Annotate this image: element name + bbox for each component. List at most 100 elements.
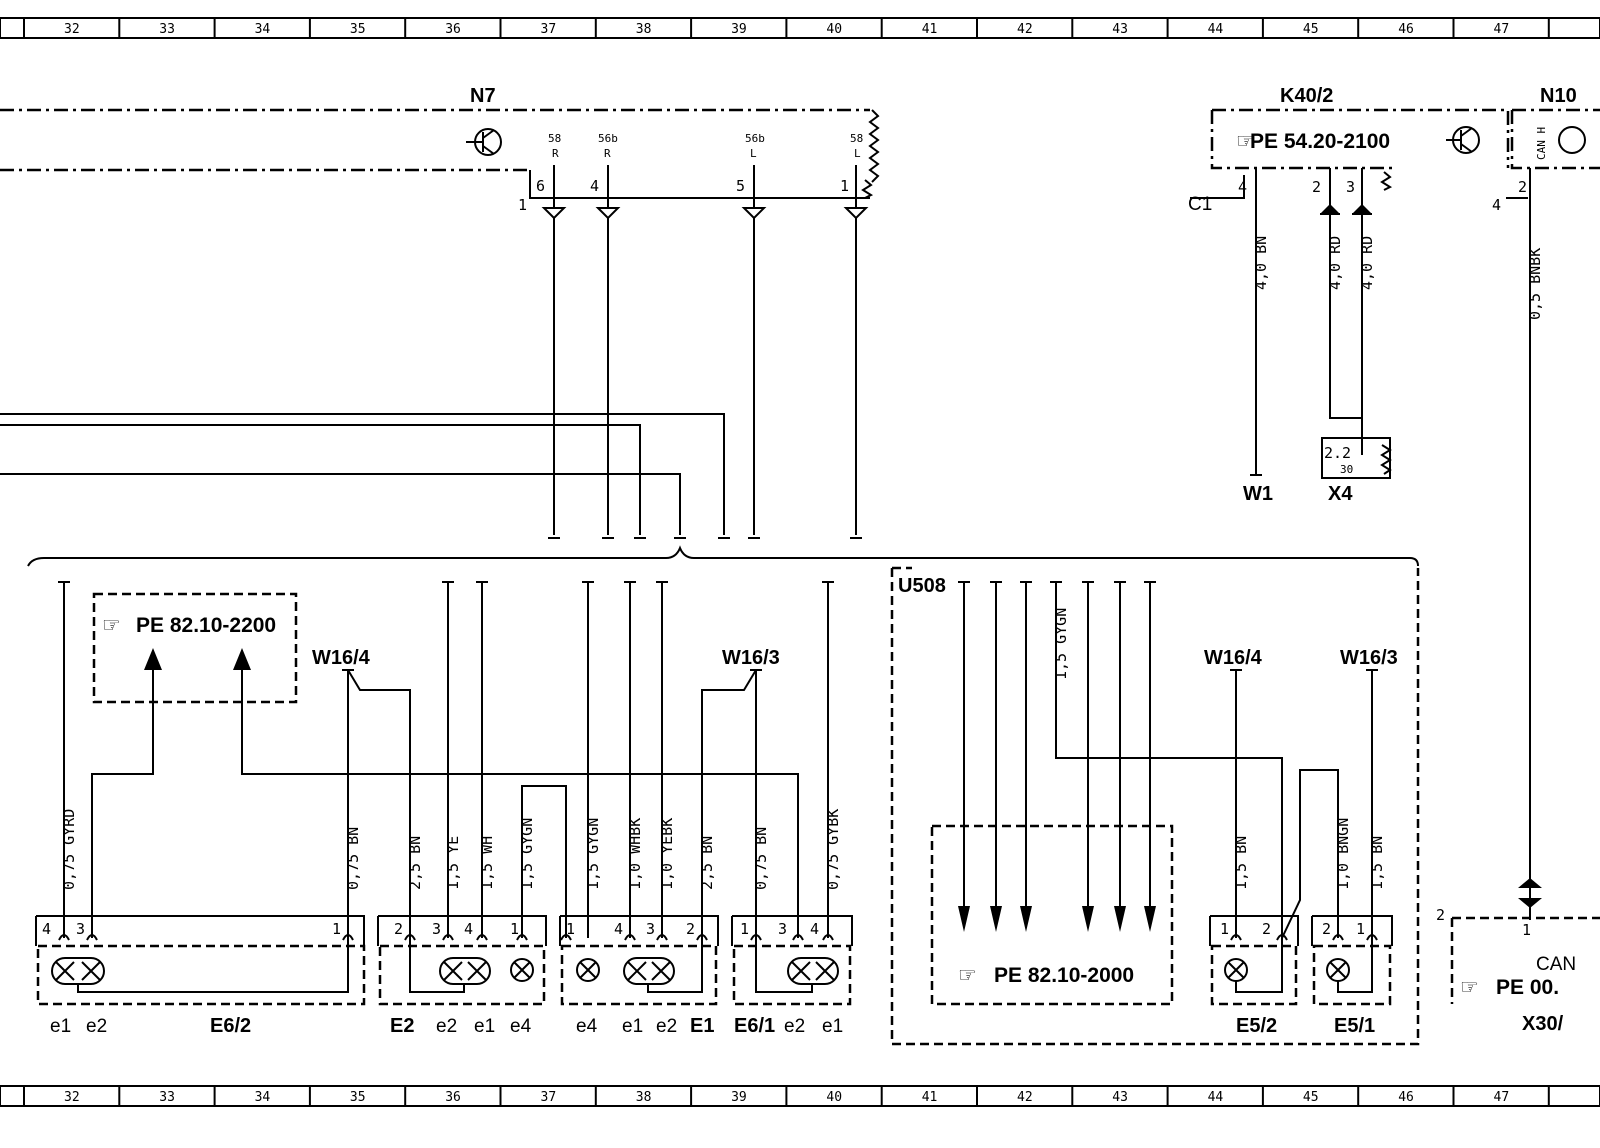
wire-label: 2,5 BN <box>698 836 716 890</box>
n7-label: N7 <box>470 85 496 107</box>
e6-1-label: E6/1 <box>734 1015 775 1037</box>
contact-arcs <box>58 934 1378 941</box>
wire-label: 1,5 GYGN <box>1052 608 1070 680</box>
w16-4-label: W16/4 <box>312 647 371 669</box>
lamp-pin: 1 <box>740 920 749 938</box>
n7-pin-code: 58 <box>548 132 561 145</box>
lamp-pin: 4 <box>464 920 473 938</box>
contact-arc <box>750 934 762 941</box>
ruler-column-number: 34 <box>255 1090 271 1105</box>
wire-label: 0,75 BN <box>344 827 362 890</box>
w16-3-label: W16/3 <box>722 647 780 669</box>
ruler-column-number: 47 <box>1494 1090 1510 1105</box>
wire-label: 1,5 GYGN <box>584 818 602 890</box>
n7-pin-num: 4 <box>590 177 599 195</box>
w16-3-label-right: W16/3 <box>1340 647 1398 669</box>
e6-2-label: E6/2 <box>210 1015 251 1037</box>
x30-pin: 1 <box>1522 921 1531 939</box>
lamp-sub: e4 <box>576 1016 598 1037</box>
feed-lines <box>0 413 725 535</box>
bulb-icon <box>576 958 600 982</box>
e2-label: E2 <box>390 1015 414 1037</box>
n7-ground-num: 1 <box>518 196 527 214</box>
twin-bulb-icon <box>623 957 675 985</box>
wire-label: 1,5 YE <box>444 836 462 890</box>
transistor-icon <box>1446 126 1480 154</box>
transistor-icon <box>1558 126 1586 154</box>
wire-label: 4,0 RD <box>1358 236 1376 290</box>
n10-label: N10 <box>1540 85 1577 107</box>
ruler-column-number: 43 <box>1112 22 1128 37</box>
contact-arc <box>516 934 528 941</box>
can-h-label: CAN H <box>1535 127 1548 160</box>
ruler-column-number: 35 <box>350 22 366 37</box>
k40-pin: 2 <box>1312 178 1321 196</box>
n7-pin-side: R <box>552 147 559 160</box>
ruler-column-number: 37 <box>541 22 557 37</box>
lamp-sub: e1 <box>474 1016 495 1037</box>
ruler-column-number: 33 <box>159 22 175 37</box>
lamp-pin: 1 <box>1356 920 1365 938</box>
pe-5420-2100-ref: PE 54.20-2100 <box>1250 130 1390 153</box>
n7-pin-side: L <box>750 147 757 160</box>
wire-label: 0,5 BNBK <box>1526 248 1544 320</box>
ruler-column-number: 34 <box>255 22 271 37</box>
twin-bulb-icon <box>439 957 491 985</box>
pointing-hand-icon: ☞ <box>1236 130 1255 153</box>
contact-arc <box>1230 934 1242 941</box>
wire-label: 4,0 BN <box>1252 236 1270 290</box>
lamp-pin: 3 <box>778 920 787 938</box>
wire-label: 1,0 YEBK <box>658 818 676 890</box>
wire-label: 2,5 BN <box>406 836 424 890</box>
lamp-pin: 2 <box>686 920 695 938</box>
lamp-sub: e2 <box>86 1016 107 1037</box>
lamp-sub: e2 <box>784 1016 805 1037</box>
lamp-pin: 4 <box>42 920 51 938</box>
ruler-column-number: 33 <box>159 1090 175 1105</box>
lamp-pin: 2 <box>1262 920 1271 938</box>
n7-pin-side: L <box>854 147 861 160</box>
contact-arc <box>86 934 98 941</box>
pe-00-ref: PE 00. <box>1496 976 1559 999</box>
k40-2-label: K40/2 <box>1280 85 1333 107</box>
wire-label: 0,75 GYBK <box>824 809 842 890</box>
k40-pin: 4 <box>1238 178 1247 196</box>
ruler-column-number: 46 <box>1398 22 1414 37</box>
n10-module: N10 CAN H 4 2 0,5 BNBK 2 1 CAN ☞ PE 00. … <box>1436 85 1600 1035</box>
ruler-column-number: 45 <box>1303 1090 1319 1105</box>
lamp-pin: 1 <box>566 920 575 938</box>
n7-pin-code: 56b <box>745 132 765 145</box>
lamp-sub: e1 <box>822 1016 843 1037</box>
contact-arc <box>1332 934 1344 941</box>
contact-arc <box>822 934 834 941</box>
x30-label: X30/ <box>1522 1013 1564 1035</box>
n10-pin: 2 <box>1518 178 1527 196</box>
ruler-column-number: 38 <box>636 22 652 37</box>
lamp-pin: 4 <box>614 920 623 938</box>
pointing-hand-icon: ☞ <box>958 964 977 987</box>
ruler-column-number: 46 <box>1398 1090 1414 1105</box>
contact-arc <box>696 934 708 941</box>
ruler-column-number: 39 <box>731 22 747 37</box>
wire-label: 0,75 BN <box>752 827 770 890</box>
n7-pin-side: R <box>604 147 611 160</box>
wire-label: 4,0 RD <box>1326 236 1344 290</box>
x30-pin: 2 <box>1436 906 1445 924</box>
e1-label: E1 <box>690 1015 714 1037</box>
contact-arc <box>58 934 70 941</box>
lamp-pin: 1 <box>332 920 341 938</box>
wire-label: 1,5 BN <box>1368 836 1386 890</box>
contact-arc <box>404 934 416 941</box>
lamp-pin: 3 <box>432 920 441 938</box>
lamp-section-left: ☞ PE 82.10-2200 W16/4 W16/3 0,75 GYRD 0,… <box>58 581 842 938</box>
ruler-column-number: 37 <box>541 1090 557 1105</box>
contact-arc <box>1366 934 1378 941</box>
lamp-pin: 1 <box>1220 920 1229 938</box>
n7-pin-num: 1 <box>840 177 849 195</box>
ruler-column-number: 36 <box>445 22 461 37</box>
ruler-column-number: 40 <box>826 1090 842 1105</box>
ruler-column-number: 32 <box>64 22 80 37</box>
